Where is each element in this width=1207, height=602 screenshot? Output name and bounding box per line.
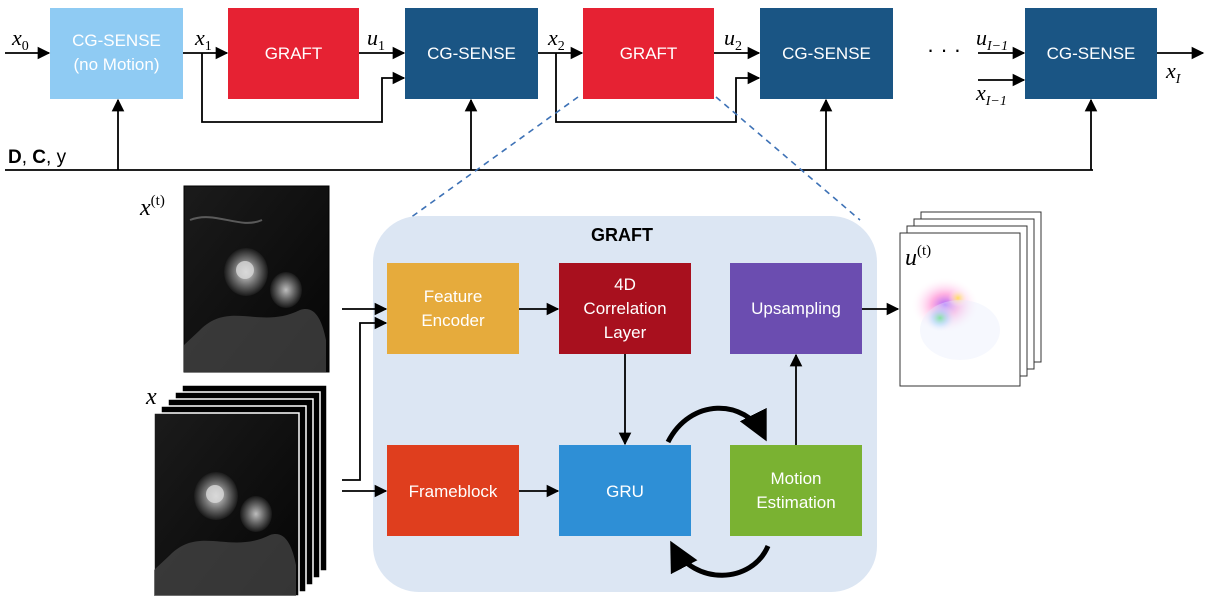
- skip-x1-to-cg1: [201, 53, 406, 123]
- graft-panel-title: GRAFT: [591, 225, 653, 245]
- correlation-line-3: Layer: [604, 323, 647, 342]
- label-x2: x2: [547, 25, 565, 54]
- input-y: y: [57, 147, 67, 168]
- cg0-line-2: (no Motion): [74, 55, 160, 74]
- label-x: x: [145, 384, 157, 410]
- label-ut: u(t): [905, 243, 931, 271]
- cg1-label: CG-SENSE: [427, 44, 516, 63]
- ellipsis: · · ·: [927, 37, 961, 62]
- cg-sense-box-1: [405, 8, 538, 99]
- upsampling-label: Upsampling: [751, 299, 841, 318]
- frameblock-label: Frameblock: [409, 482, 498, 501]
- label-xI: xI: [1165, 58, 1182, 87]
- pipeline-block-cg1: CG-SENSE: [405, 8, 538, 99]
- mri-stack-x: [153, 384, 328, 597]
- input-sep1: ,: [22, 147, 33, 168]
- zoom-line-right: [715, 96, 861, 221]
- correlation-line-2: Correlation: [583, 299, 666, 318]
- frameblock-box: [387, 445, 519, 536]
- feature-encoder-line-2: Encoder: [421, 311, 485, 330]
- upsampling-box: [730, 263, 862, 354]
- cg0-line-1: CG-SENSE: [72, 31, 161, 50]
- cg-sense-box-final: [1025, 8, 1157, 99]
- input-sep2: ,: [46, 147, 57, 168]
- cg2-label: CG-SENSE: [782, 44, 871, 63]
- graft1-label: GRAFT: [265, 44, 323, 63]
- graft-panel: GRAFT Feature Encoder 4D Correlation Lay…: [373, 216, 877, 592]
- pipeline-row: CG-SENSE (no Motion) GRAFT CG-SENSE GRAF…: [5, 8, 1205, 171]
- pipeline-block-cg2: CG-SENSE: [760, 8, 893, 99]
- label-u1: u1: [367, 25, 385, 54]
- input-c: C: [32, 147, 46, 168]
- label-x1: x1: [194, 25, 212, 54]
- label-xI1: xI−1: [975, 80, 1007, 109]
- label-uI1: uI−1: [976, 25, 1008, 54]
- arrow-x-to-encoder: [342, 316, 388, 481]
- feature-encoder-box: [387, 263, 519, 354]
- label-x0: x0: [11, 25, 29, 54]
- motion-estimation-line-1: Motion: [770, 469, 821, 488]
- feature-encoder-line-1: Feature: [424, 287, 483, 306]
- gru-label: GRU: [606, 482, 644, 501]
- mri-image-xt: [183, 185, 330, 373]
- cg-sense-box-2: [760, 8, 893, 99]
- graft-box-2: [583, 8, 714, 99]
- loop-arrow-bottom: [670, 540, 771, 578]
- correlation-layer-box: [559, 263, 691, 354]
- loop-arrow-top: [665, 405, 767, 444]
- label-xt: x(t): [139, 193, 165, 221]
- inputs-label: D, C, y: [8, 147, 67, 168]
- zoom-line-left: [409, 96, 579, 219]
- graft2-label: GRAFT: [620, 44, 678, 63]
- skip-x2-to-cg2: [555, 53, 761, 123]
- flow-field-stack-ut: [899, 211, 1042, 387]
- cg-sense-no-motion-box: [50, 8, 183, 99]
- input-d: D: [8, 147, 22, 168]
- graft-box-1: [228, 8, 359, 99]
- gru-box: [559, 445, 691, 536]
- motion-estimation-line-2: Estimation: [756, 493, 835, 512]
- pipeline-block-graft2: GRAFT: [583, 8, 714, 99]
- motion-estimation-box: [730, 445, 862, 536]
- correlation-line-1: 4D: [614, 275, 636, 294]
- cgI-label: CG-SENSE: [1047, 44, 1136, 63]
- label-u2: u2: [724, 25, 742, 54]
- pipeline-block-cgI: CG-SENSE: [1025, 8, 1157, 99]
- pipeline-block-cg0: CG-SENSE (no Motion): [50, 8, 183, 99]
- pipeline-block-graft1: GRAFT: [228, 8, 359, 99]
